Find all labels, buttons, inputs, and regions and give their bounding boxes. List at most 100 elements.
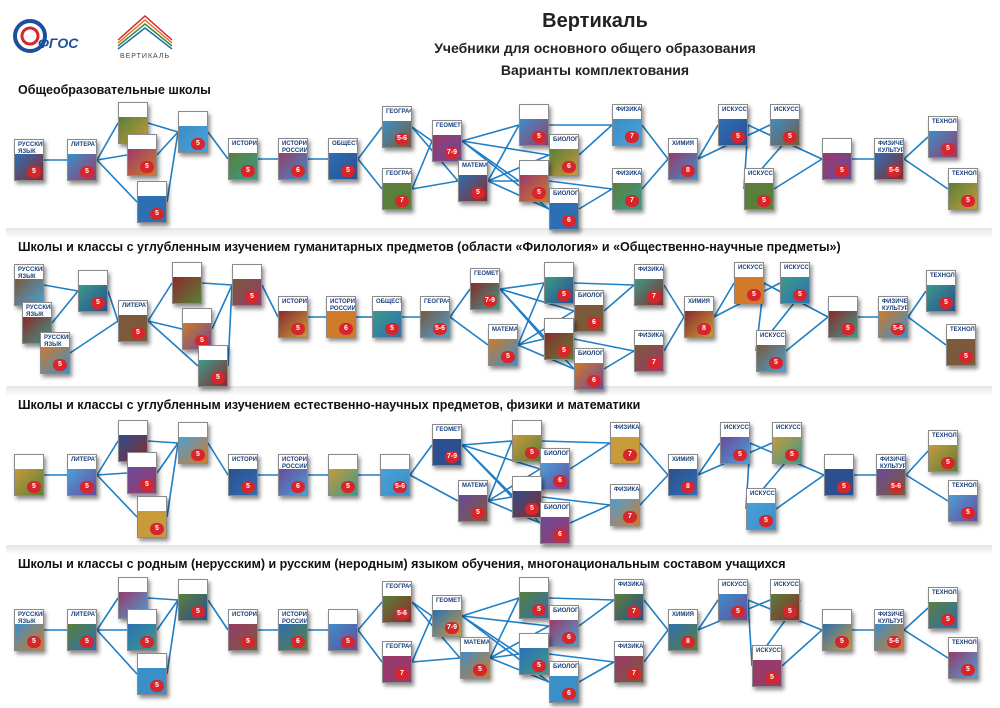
textbook-cover[interactable]: 5 xyxy=(328,609,358,651)
textbook-cover[interactable]: ГЕОГРАФИЯ5-6 xyxy=(382,106,412,148)
textbook-cover[interactable]: ФИЗИЧЕСКАЯ КУЛЬТУРА5-6 xyxy=(878,296,908,338)
textbook-cover[interactable]: ФИЗИЧЕСКАЯ КУЛЬТУРА5-6 xyxy=(874,609,904,651)
textbook-cover[interactable]: ИСКУССТВО5 xyxy=(720,422,750,464)
textbook-cover[interactable]: ИСТОРИЯ5 xyxy=(228,609,258,651)
textbook-cover[interactable]: 5 xyxy=(198,345,228,387)
textbook-cover[interactable]: ИСКУССТВО5 xyxy=(718,104,748,146)
textbook-cover[interactable]: 5 xyxy=(178,111,208,153)
textbook-cover[interactable]: 5 xyxy=(512,476,542,518)
textbook-cover[interactable]: 5 xyxy=(328,454,358,496)
textbook-cover[interactable]: ЛИТЕРАТУРА5 xyxy=(67,454,97,496)
textbook-cover[interactable]: ОБЩЕСТВОЗНАНИЕ5 xyxy=(372,296,402,338)
textbook-cover[interactable]: ИСКУССТВО5 xyxy=(734,262,764,304)
textbook-cover[interactable]: МАТЕМАТИКА5 xyxy=(458,160,488,202)
textbook-cover[interactable]: ГЕОГРАФИЯ5-6 xyxy=(420,296,450,338)
textbook-cover[interactable]: 5 xyxy=(544,262,574,304)
textbook-cover[interactable]: 5 xyxy=(78,270,108,312)
textbook-cover[interactable]: ИСКУССТВО5 xyxy=(744,168,774,210)
textbook-cover[interactable]: ИСКУССТВО5 xyxy=(772,422,802,464)
textbook-cover[interactable]: ГЕОГРАФИЯ7 xyxy=(382,168,412,210)
textbook-cover[interactable]: ИСКУССТВО5 xyxy=(780,262,810,304)
textbook-cover[interactable]: 5 xyxy=(232,264,262,306)
textbook-cover[interactable]: ИСТОРИЯ5 xyxy=(228,138,258,180)
textbook-cover[interactable]: ГЕОМЕТРИЯ7-9 xyxy=(432,120,462,162)
textbook-cover[interactable]: 5 xyxy=(14,454,44,496)
textbook-cover[interactable]: БИОЛОГИЯ6 xyxy=(574,348,604,390)
textbook-cover[interactable]: ИСКУССТВО5 xyxy=(770,579,800,621)
textbook-cover[interactable]: РУССКИЙ ЯЗЫК xyxy=(14,264,44,306)
textbook-cover[interactable]: 5 xyxy=(178,579,208,621)
textbook-cover[interactable]: ТЕХНОЛОГИЯ5 xyxy=(948,168,978,210)
textbook-cover[interactable]: ГЕОГРАФИЯ7 xyxy=(382,641,412,683)
textbook-cover[interactable]: МАТЕМАТИКА5 xyxy=(458,480,488,522)
textbook-cover[interactable]: 5 xyxy=(824,454,854,496)
textbook-cover[interactable]: МАТЕМАТИКА5 xyxy=(488,324,518,366)
textbook-cover[interactable]: ЛИТЕРАТУРА5 xyxy=(118,300,148,342)
textbook-cover[interactable]: 5 xyxy=(137,496,167,538)
textbook-cover[interactable]: ИСТОРИЯ5 xyxy=(228,454,258,496)
textbook-cover[interactable]: ИСТОРИЯ5 xyxy=(278,296,308,338)
textbook-cover[interactable]: 5 xyxy=(178,422,208,464)
textbook-cover[interactable]: ТЕХНОЛОГИЯ5 xyxy=(928,587,958,629)
textbook-cover[interactable]: 5 xyxy=(822,609,852,651)
textbook-cover[interactable]: 5 xyxy=(182,308,212,350)
textbook-cover[interactable]: ТЕХНОЛОГИЯ5 xyxy=(948,480,978,522)
textbook-cover[interactable]: 5 xyxy=(544,318,574,360)
textbook-cover[interactable] xyxy=(172,262,202,304)
textbook-cover[interactable]: 5-6 xyxy=(380,454,410,496)
textbook-cover[interactable]: ГЕОМЕТРИЯ7-9 xyxy=(432,595,462,637)
textbook-cover[interactable]: ИСКУССТВО5 xyxy=(752,645,782,687)
textbook-cover[interactable]: МАТЕМАТИКА5 xyxy=(460,637,490,679)
textbook-cover[interactable]: БИОЛОГИЯ6 xyxy=(540,448,570,490)
textbook-cover[interactable]: ГЕОМЕТРИЯ7-9 xyxy=(432,424,462,466)
textbook-cover[interactable]: ТЕХНОЛОГИЯ5 xyxy=(946,324,976,366)
textbook-cover[interactable]: 5 xyxy=(512,420,542,462)
textbook-cover[interactable]: БИОЛОГИЯ6 xyxy=(540,502,570,544)
textbook-cover[interactable]: 5 xyxy=(137,653,167,695)
textbook-cover[interactable]: 5 xyxy=(828,296,858,338)
textbook-cover[interactable]: ИСКУССТВО5 xyxy=(746,488,776,530)
textbook-cover[interactable]: 5 xyxy=(137,181,167,223)
textbook-cover[interactable]: ГЕОМЕТРИЯ7-9 xyxy=(470,268,500,310)
textbook-cover[interactable]: ТЕХНОЛОГИЯ5 xyxy=(948,637,978,679)
textbook-cover[interactable]: 5 xyxy=(822,138,852,180)
textbook-cover[interactable]: 5 xyxy=(127,452,157,494)
textbook-cover[interactable]: 5 xyxy=(127,609,157,651)
textbook-cover[interactable]: ИСКУССТВО5 xyxy=(718,579,748,621)
textbook-cover[interactable]: БИОЛОГИЯ6 xyxy=(574,290,604,332)
textbook-cover[interactable]: ОБЩЕСТВОЗНАНИЕ5 xyxy=(328,138,358,180)
textbook-cover[interactable]: ЛИТЕРАТУРА5 xyxy=(67,139,97,181)
textbook-cover[interactable]: БИОЛОГИЯ6 xyxy=(549,605,579,647)
textbook-cover[interactable]: ЛИТЕРАТУРА5 xyxy=(67,609,97,651)
textbook-cover[interactable]: ГЕОГРАФИЯ5-6 xyxy=(382,581,412,623)
textbook-cover[interactable]: 5 xyxy=(519,104,549,146)
textbook-cover[interactable]: ИСКУССТВО5 xyxy=(756,330,786,372)
textbook-cover[interactable]: БИОЛОГИЯ6 xyxy=(549,134,579,176)
textbook-cover[interactable]: ИСКУССТВО5 xyxy=(770,104,800,146)
textbook-cover[interactable]: ФИЗИЧЕСКАЯ КУЛЬТУРА5-6 xyxy=(876,454,906,496)
textbook-cover[interactable]: ФИЗИЧЕСКАЯ КУЛЬТУРА5-6 xyxy=(874,138,904,180)
textbook-cover[interactable]: ТЕХНОЛОГИЯ5 xyxy=(928,116,958,158)
textbook-cover[interactable]: БИОЛОГИЯ6 xyxy=(549,188,579,230)
textbook-cover[interactable]: 5 xyxy=(519,633,549,675)
textbook-cover[interactable]: 5 xyxy=(519,577,549,619)
textbook-cover[interactable]: 5 xyxy=(519,160,549,202)
